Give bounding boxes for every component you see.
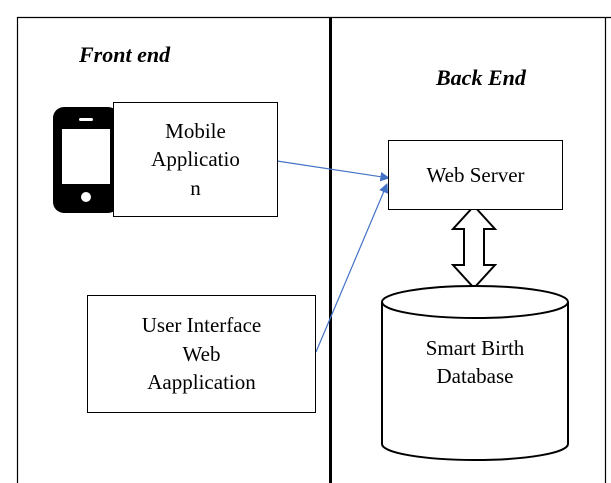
webapp-to-server-arrow [315,183,389,353]
mobile-to-server-arrow [276,160,390,182]
back-end-heading: Back End [436,65,526,90]
server-database-connection-arrow [450,204,498,290]
smartphone-icon [53,107,119,213]
mobile-application-box: Mobile Applicatio n [113,102,278,217]
database-cylinder-icon [381,302,569,461]
user-interface-web-app-label: User Interface Web Aapplication [141,313,262,395]
mobile-application-label: Mobile Applicatio n [151,118,240,200]
database-top-ellipse [381,285,569,319]
web-server-box: Web Server [388,140,563,210]
web-server-label: Web Server [426,162,525,187]
user-interface-web-app-box: User Interface Web Aapplication [87,295,316,413]
front-end-heading: Front end [79,42,171,67]
smart-birth-database-label: Smart Birth Database [425,336,525,389]
